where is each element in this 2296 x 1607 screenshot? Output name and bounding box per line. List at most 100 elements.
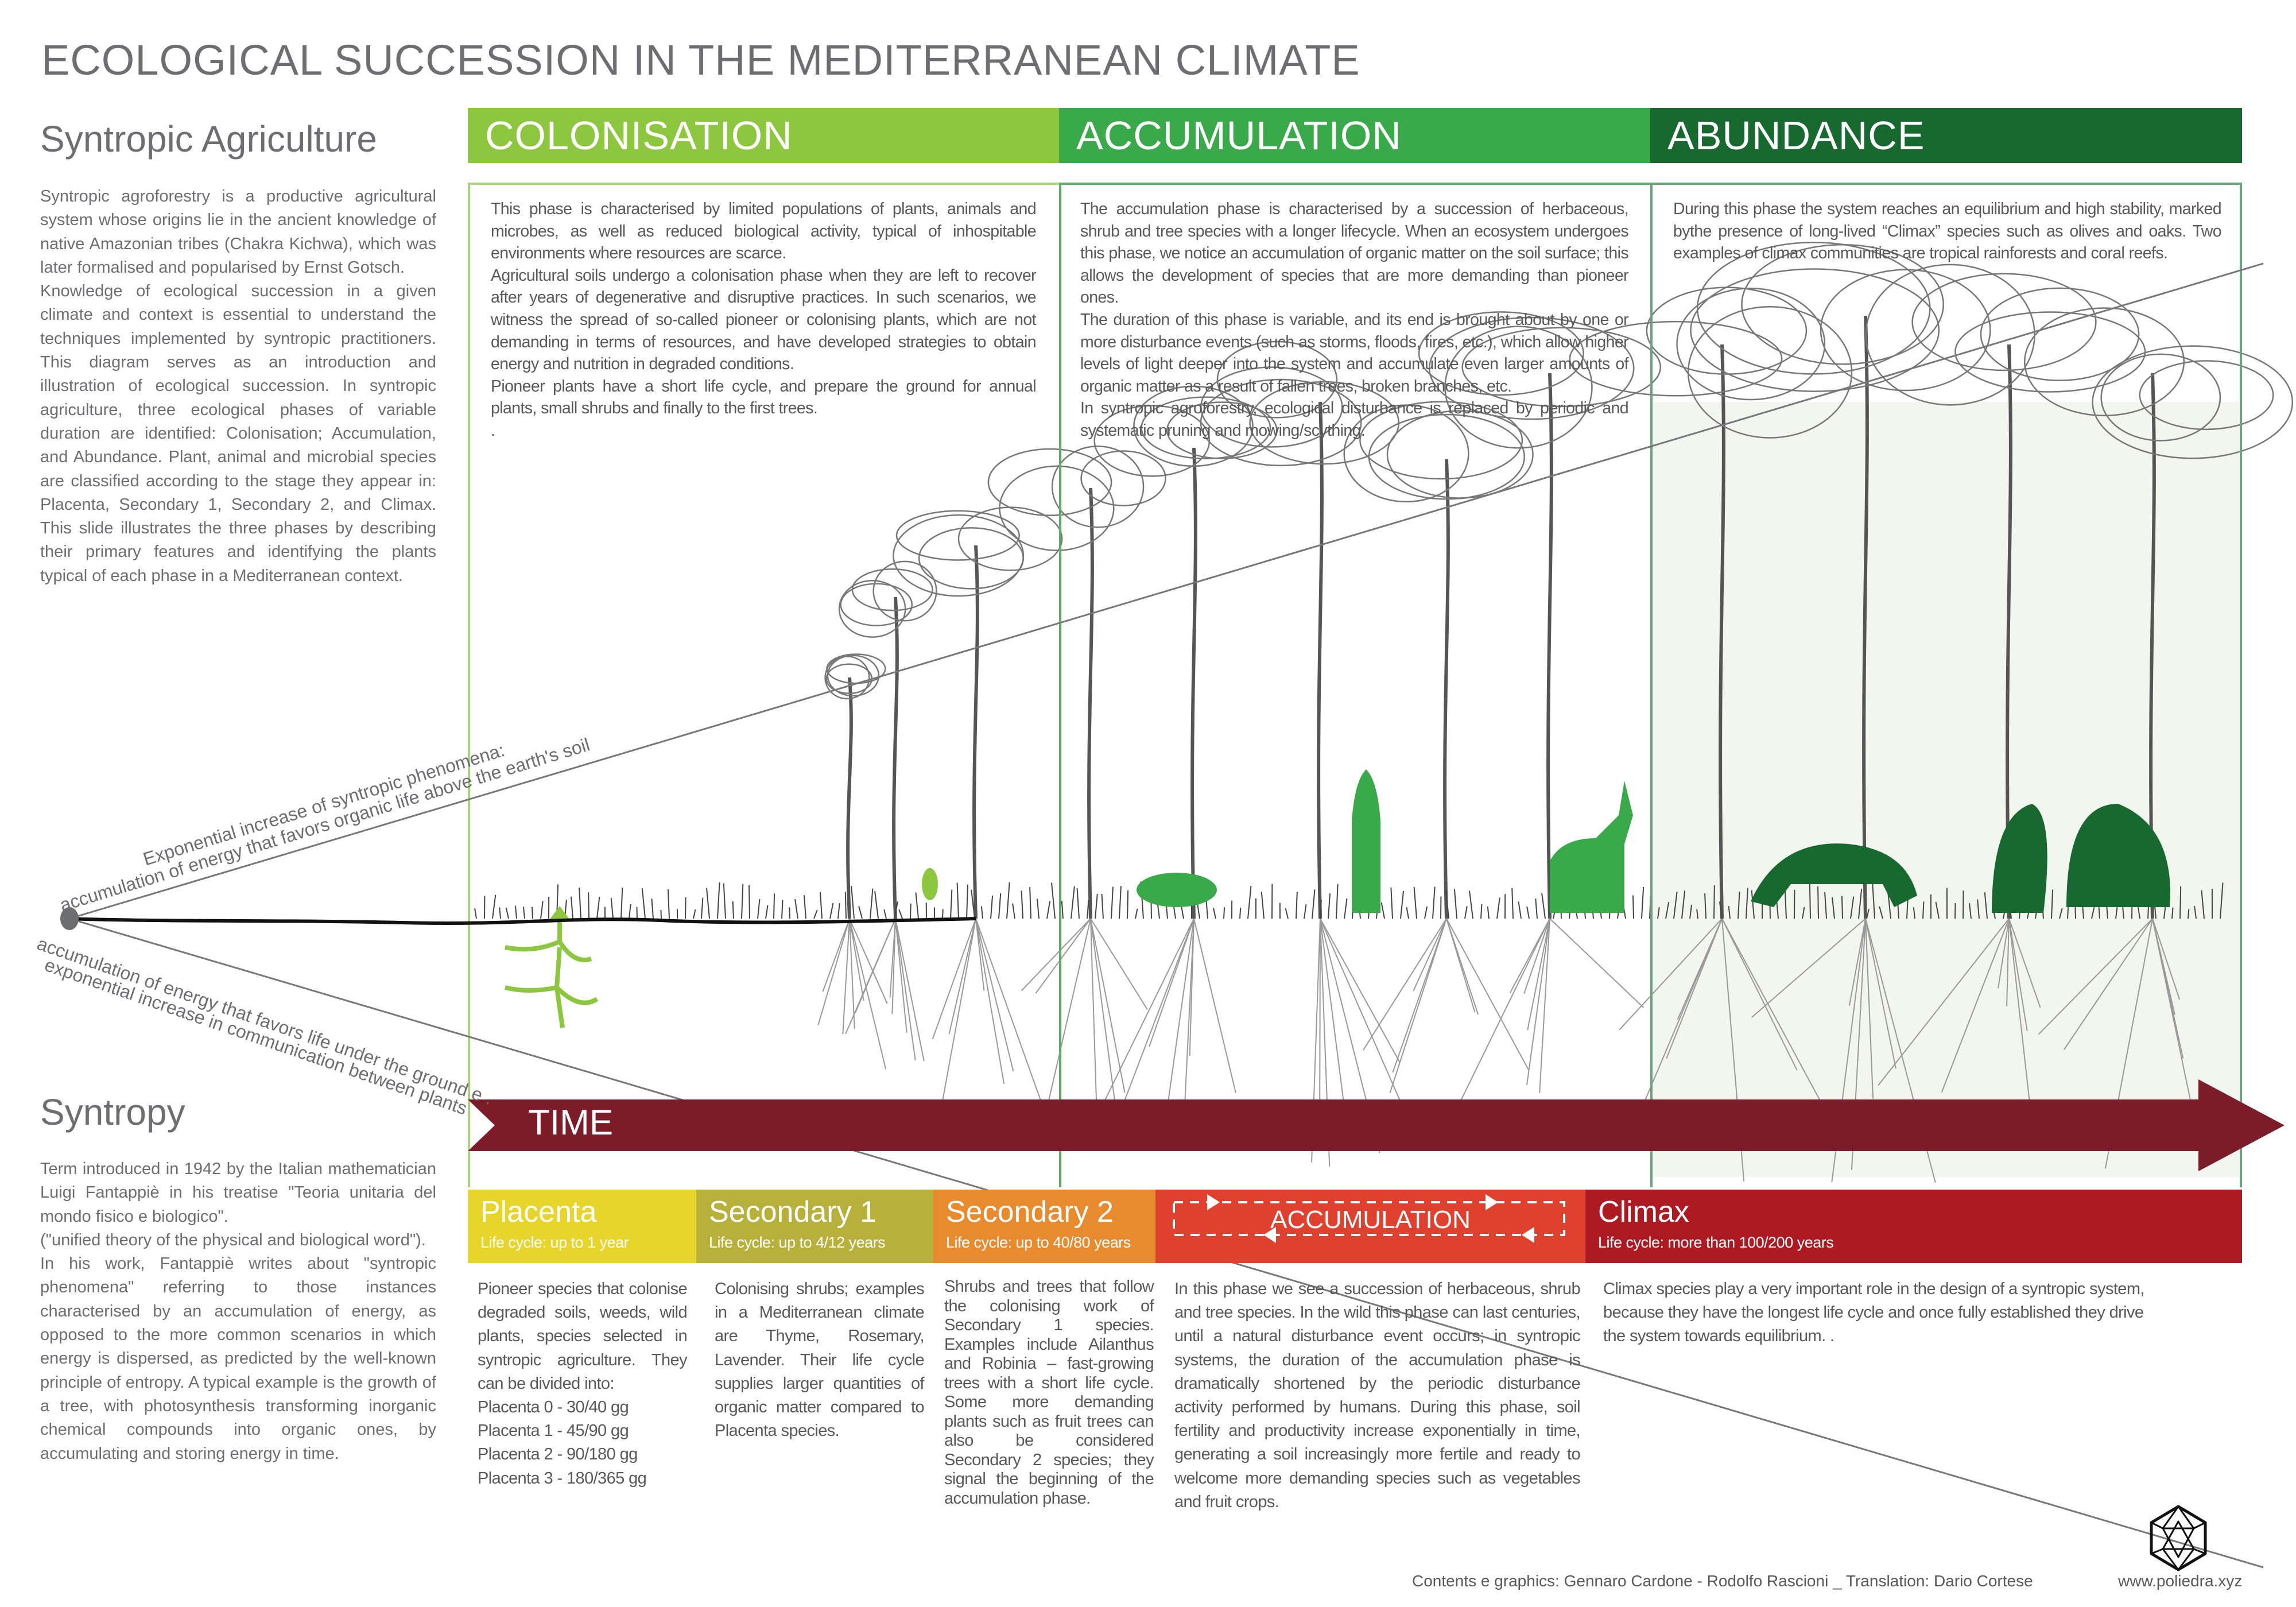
footer-url[interactable]: www.poliedra.xyz bbox=[2118, 1572, 2243, 1590]
grass-blade bbox=[1320, 900, 1322, 919]
tree-root bbox=[895, 918, 925, 1062]
syntropy-heading: Syntropy bbox=[40, 1091, 185, 1133]
grass-blade bbox=[1127, 890, 1129, 919]
grass-blade bbox=[858, 906, 863, 919]
grass-blade bbox=[765, 905, 769, 919]
grass-blade bbox=[1312, 889, 1316, 919]
grass-blade bbox=[1858, 889, 1863, 919]
tree-canopy bbox=[1696, 241, 1931, 375]
grass-blade bbox=[2188, 909, 2190, 919]
grass-blade bbox=[1296, 892, 1298, 919]
tree-trunk bbox=[1443, 459, 1450, 919]
grass-blade bbox=[2091, 907, 2095, 919]
grass-blade bbox=[1954, 903, 1956, 919]
tree-root bbox=[889, 918, 896, 998]
tree-canopy bbox=[827, 655, 880, 697]
grass-blade bbox=[1261, 892, 1265, 919]
grass-blade bbox=[620, 887, 623, 919]
grass-blade bbox=[1824, 892, 1827, 919]
grass-blade bbox=[966, 884, 968, 919]
grass-blade bbox=[1719, 901, 1723, 919]
tree-root bbox=[1865, 918, 1874, 1099]
grass-blade bbox=[741, 884, 744, 919]
grass-blade bbox=[1535, 899, 1538, 919]
bird-silhouette bbox=[1992, 804, 2047, 913]
grass-blade bbox=[651, 899, 654, 919]
climax-description: Climax species play a very important rol… bbox=[1603, 1280, 2144, 1346]
time-arrow bbox=[468, 1079, 2285, 1171]
grass-blade bbox=[1061, 901, 1064, 919]
grass-blade bbox=[701, 897, 704, 919]
grass-blade bbox=[910, 903, 912, 919]
tree-canopy bbox=[1200, 366, 1343, 448]
tree-canopy bbox=[895, 510, 1020, 561]
tree-canopy bbox=[1676, 287, 1826, 401]
grass-blade bbox=[1380, 902, 1385, 919]
tree-root bbox=[1998, 918, 2010, 989]
grass-blade bbox=[1445, 890, 1449, 919]
grass-blade bbox=[1453, 889, 1457, 919]
icosahedron-logo-icon bbox=[2150, 1505, 2207, 1571]
pioneer-sprout bbox=[548, 906, 571, 921]
tree-root bbox=[2152, 918, 2181, 1000]
stage-name: Climax bbox=[1598, 1195, 1689, 1229]
tree-canopy bbox=[1461, 327, 1662, 408]
grass-blade bbox=[1012, 903, 1015, 919]
grass-blade bbox=[1737, 891, 1740, 919]
tree-root bbox=[1090, 918, 1118, 1119]
grass-blade bbox=[894, 901, 898, 919]
grass-blade bbox=[610, 897, 614, 919]
grass-blade bbox=[1872, 882, 1875, 919]
grass-blade bbox=[1095, 893, 1098, 919]
grass-blade bbox=[870, 888, 874, 919]
grass-blade bbox=[819, 892, 823, 919]
grass-blade bbox=[1111, 886, 1114, 919]
tree-root bbox=[1193, 918, 1236, 1093]
tree-trunk bbox=[846, 677, 853, 919]
tree-root bbox=[849, 918, 864, 1001]
tree-canopy bbox=[1359, 401, 1523, 480]
grass-blade bbox=[757, 899, 761, 919]
accumulation-stage-description: In this phase we see a succession of her… bbox=[1174, 1280, 1581, 1511]
tree-root bbox=[1721, 918, 1827, 1113]
tree-root bbox=[1666, 918, 1723, 1059]
tree-root bbox=[817, 918, 850, 1025]
grass-blade bbox=[1285, 908, 1289, 919]
grass-blade bbox=[2220, 882, 2224, 919]
phase-header-colonisation: COLONISATION bbox=[468, 108, 1059, 163]
grass-blade bbox=[499, 907, 501, 919]
grass-blade bbox=[1657, 907, 1660, 919]
tree-canopy bbox=[1444, 326, 1593, 449]
grass-blade bbox=[837, 903, 840, 919]
grass-blade bbox=[1212, 908, 1216, 919]
grass-blade bbox=[1496, 897, 1500, 919]
grass-blade bbox=[1247, 885, 1252, 919]
tree-canopy bbox=[1343, 404, 1469, 503]
accumulation-description: The accumulation phase is characterised … bbox=[1080, 200, 1629, 440]
grass-blade bbox=[629, 904, 631, 919]
shrub-animal-silhouette bbox=[1137, 873, 1217, 907]
tree-root bbox=[1035, 918, 1091, 994]
tree-canopy bbox=[2023, 307, 2185, 417]
stage-life-cycle: Life cycle: up to 40/80 years bbox=[946, 1234, 1131, 1251]
tree-canopy bbox=[872, 560, 937, 622]
grass-blade bbox=[1841, 896, 1843, 919]
rabbit-silhouette bbox=[922, 868, 938, 900]
tree-canopy bbox=[1687, 306, 1853, 439]
tree-canopy bbox=[1569, 320, 1783, 397]
tree-root bbox=[975, 918, 1041, 1101]
grass-blade bbox=[1511, 888, 1514, 919]
tree-canopy bbox=[999, 465, 1115, 551]
tree-root bbox=[1090, 918, 1126, 1093]
tree-root bbox=[1090, 918, 1148, 1010]
grass-blade bbox=[971, 889, 975, 919]
tree-root bbox=[1848, 918, 1866, 1006]
grass-blade bbox=[1832, 897, 1835, 919]
grass-blade bbox=[1713, 885, 1715, 919]
tree-trunk bbox=[1719, 344, 1725, 919]
grass-blade bbox=[1464, 906, 1468, 919]
tree-root bbox=[1527, 918, 1550, 1031]
grass-blade bbox=[693, 909, 696, 919]
grass-blade bbox=[950, 889, 953, 919]
